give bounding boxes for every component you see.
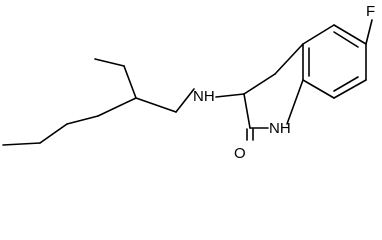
carbonyl-bond: [246, 128, 254, 141]
c-f-bond: [365, 19, 373, 45]
amine-nh-label: NH: [193, 88, 215, 105]
carbonyl-oxygen-label: O: [234, 145, 246, 162]
nh-ch2-bond: [175, 88, 195, 113]
c3-nh-bond: [215, 93, 245, 98]
ring-nh-label: NH: [269, 120, 291, 137]
benzene-ring: [302, 24, 367, 99]
fluorine-label: F: [366, 3, 375, 20]
ethylhexyl-chain: [2, 58, 177, 146]
chemical-structure: F NH NH O: [2, 3, 375, 162]
lactam-ring: [243, 43, 304, 129]
